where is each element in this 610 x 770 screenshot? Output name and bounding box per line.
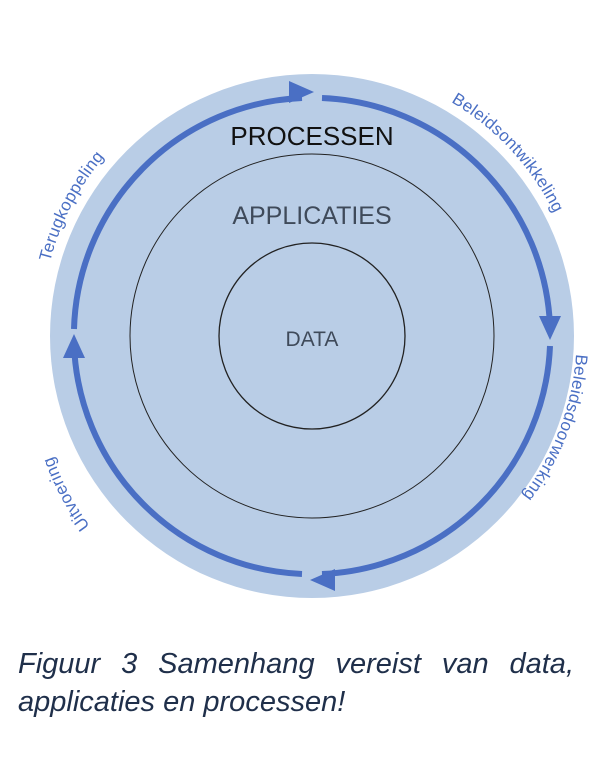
figure-caption: Figuur 3 Samenhang vereist van data, app… — [18, 648, 574, 718]
data-ring — [218, 242, 406, 430]
label-data: DATA — [286, 328, 339, 351]
arrowhead-bottom-icon — [310, 569, 335, 591]
cycle-arrows — [71, 95, 553, 577]
arrow-beleidsontwikkeling — [321, 95, 553, 327]
arrowhead-left-icon — [63, 334, 85, 358]
arrow-uitvoering — [71, 343, 303, 577]
arrow-heads — [63, 81, 561, 591]
label-applicaties: APPLICATIES — [232, 202, 391, 230]
arrow-terugkoppeling — [71, 95, 303, 330]
arrowhead-top-icon — [289, 81, 314, 103]
label-processen: PROCESSEN — [230, 121, 393, 151]
applications-ring — [129, 153, 495, 519]
outer-disc — [50, 74, 574, 598]
arrowhead-right-icon — [539, 316, 561, 340]
arrow-beleidsdoorwerking — [321, 345, 553, 577]
process-cycle-diagram: PROCESSEN APPLICATIES DATA Beleidsontwik… — [35, 74, 591, 598]
